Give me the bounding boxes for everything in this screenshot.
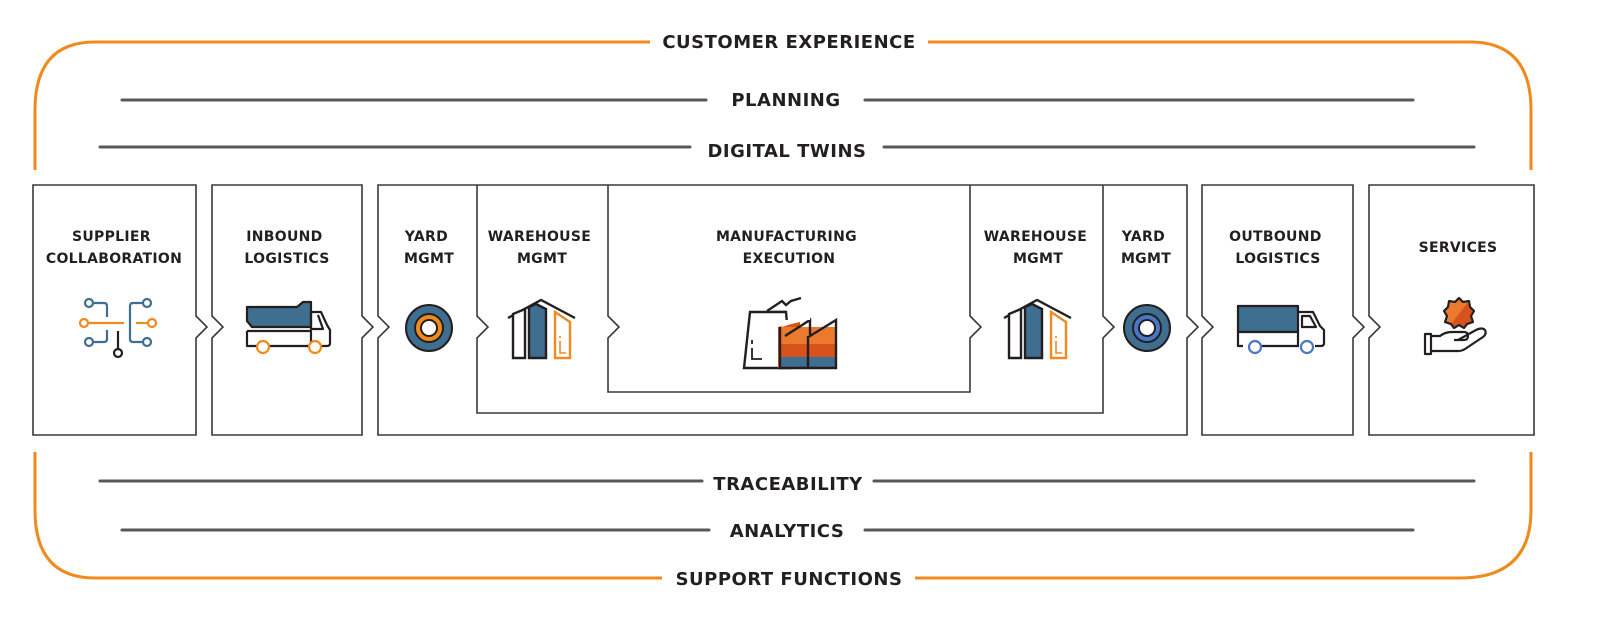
stage-label-outbound-logistics: OUTBOUND LOGISTICS [1229,229,1327,267]
stage-label-inbound-logistics: INBOUND LOGISTICS [244,229,329,267]
planning-band: PLANNING [120,90,1415,111]
stage-labels: SUPPLIER COLLABORATION INBOUND LOGISTICS… [46,229,1498,267]
stage-box-yard-mgmt-wrapper [377,184,1200,436]
customer-experience-bracket-left [33,40,650,170]
ring-icon [405,304,453,352]
box-truck-icon [1236,304,1326,355]
stage-box-warehouse-mgmt-wrapper [476,185,1116,414]
customer-experience-label: CUSTOMER EXPERIENCE [662,32,915,53]
stage-label-yard-mgmt-outbound: YARD MGMT [1121,229,1171,267]
support-functions-bracket-left [33,452,662,580]
stage-box-services [1368,184,1535,436]
stage-box-outbound-logistics [1201,184,1366,436]
traceability-label: TRACEABILITY [713,474,863,495]
stage-box-supplier-collaboration [32,184,209,436]
digital-twins-band: DIGITAL TWINS [98,141,1476,162]
customer-experience-band: CUSTOMER EXPERIENCE [33,32,1533,170]
dump-truck-icon [245,300,332,355]
stage-label-services: SERVICES [1419,240,1498,256]
stage-label-supplier-collaboration: SUPPLIER COLLABORATION [46,229,182,267]
ring-icon [1123,304,1171,352]
analytics-label: ANALYTICS [730,521,845,542]
stage-boxes [32,184,1535,436]
factory-icon [742,296,838,370]
support-functions-label: SUPPORT FUNCTIONS [676,569,903,590]
stage-box-inbound-logistics [211,184,375,436]
stage-label-manufacturing-execution: MANUFACTURING EXECUTION [716,229,862,267]
stage-label-warehouse-mgmt-outbound: WAREHOUSE MGMT [984,229,1093,267]
stage-label-yard-mgmt-inbound: YARD MGMT [404,229,454,267]
hand-gear-icon [1423,297,1487,356]
digital-twins-label: DIGITAL TWINS [707,141,866,162]
customer-experience-bracket-right [928,40,1533,170]
warehouse-icon [507,298,576,360]
stage-label-warehouse-mgmt-inbound: WAREHOUSE MGMT [488,229,597,267]
warehouse-icon [1003,298,1072,360]
support-functions-band: SUPPORT FUNCTIONS [33,452,1533,590]
stage-box-manufacturing-execution [607,185,983,393]
support-functions-bracket-right [915,452,1533,580]
network-nodes-icon [78,297,158,359]
analytics-band: ANALYTICS [120,521,1415,542]
planning-label: PLANNING [731,90,840,111]
traceability-band: TRACEABILITY [98,474,1476,495]
